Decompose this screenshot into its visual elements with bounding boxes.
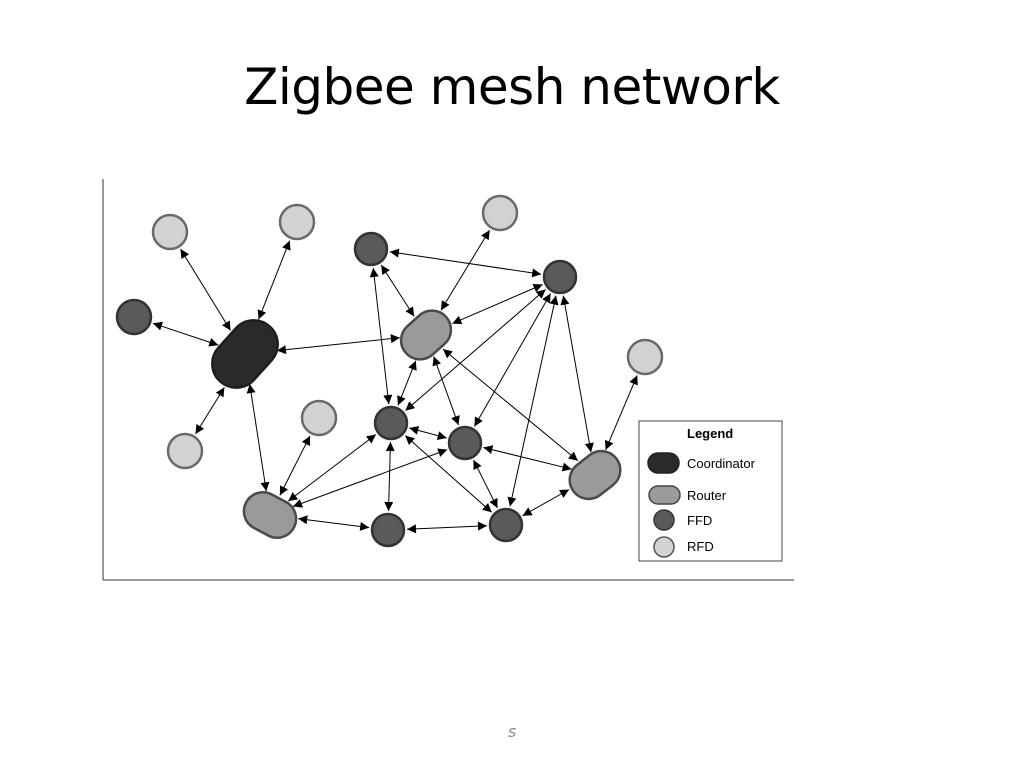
rfd-node-rfd-top-left xyxy=(151,213,189,251)
link-ffd-top-to-ffd-top-right xyxy=(389,248,542,278)
legend-router-label: Router xyxy=(687,488,727,503)
link-router-bottom-left-to-ffd-bottom xyxy=(298,515,370,531)
ffd-node-ffd-bottom-right xyxy=(488,507,524,543)
legend-coordinator-swatch xyxy=(647,452,680,474)
legend-title: Legend xyxy=(687,426,733,441)
link-ffd-center-right-to-router-right xyxy=(483,445,572,472)
link-router-center-to-router-right xyxy=(442,348,579,462)
link-ffd-top-right-to-router-right xyxy=(560,295,594,453)
link-ffd-top-to-router-center xyxy=(380,264,415,317)
ffd-node-ffd-bottom xyxy=(370,512,406,548)
link-rfd-middle-to-router-bottom-left xyxy=(279,435,311,496)
router-node-router-right xyxy=(568,449,622,501)
link-rfd-right-to-router-right xyxy=(604,375,638,451)
link-rfd-top-right-to-router-center xyxy=(440,229,491,311)
legend-rfd-swatch xyxy=(653,536,675,558)
rfd-node-rfd-top-right xyxy=(481,194,519,232)
link-ffd-bottom-to-ffd-bottom-right xyxy=(406,521,488,534)
link-coord-to-rfd-top-left xyxy=(180,248,232,331)
rfd-node-rfd-middle xyxy=(300,399,338,437)
link-ffd-center-to-ffd-center-right xyxy=(409,425,447,441)
link-ffd-center-to-ffd-bottom xyxy=(384,441,395,512)
ffd-node-ffd-center-right xyxy=(447,425,483,461)
rfd-node-rfd-top xyxy=(278,203,316,241)
link-coord-to-router-bottom-left xyxy=(246,383,270,492)
link-ffd-bottom-right-to-router-right xyxy=(522,489,570,517)
links-layer xyxy=(152,229,638,534)
router-node-router-bottom-left xyxy=(242,490,298,540)
legend-ffd-label: FFD xyxy=(687,513,712,528)
link-ffd-center-right-to-router-bottom-left xyxy=(292,448,448,508)
link-ffd-top-to-ffd-center xyxy=(369,267,393,405)
slide-title: Zigbee mesh network xyxy=(244,58,780,116)
legend-rfd-label: RFD xyxy=(687,539,714,554)
legend: Legend Coordinator Router FFD RFD xyxy=(638,420,783,562)
link-coord-to-ffd-left xyxy=(152,321,219,347)
footer-mark: s xyxy=(507,722,517,741)
coordinator-node-coord xyxy=(211,319,279,389)
link-ffd-center-to-router-bottom-left xyxy=(287,434,377,502)
link-router-center-to-ffd-center xyxy=(397,360,417,406)
link-coord-to-rfd-top xyxy=(257,240,291,320)
link-router-center-to-ffd-center-right xyxy=(432,356,460,426)
legend-coordinator-label: Coordinator xyxy=(687,456,756,471)
ffd-node-ffd-center xyxy=(373,405,409,441)
ffd-node-ffd-left xyxy=(115,298,153,336)
legend-ffd-swatch xyxy=(653,509,675,531)
link-coord-to-rfd-bottom-left xyxy=(195,387,225,435)
link-ffd-top-right-to-ffd-bottom-right xyxy=(507,295,559,507)
rfd-node-rfd-right xyxy=(626,338,664,376)
rfd-node-rfd-bottom-left xyxy=(166,432,204,470)
ffd-node-ffd-top-right xyxy=(542,259,578,295)
link-ffd-center-right-to-ffd-bottom-right xyxy=(473,459,498,509)
nodes-layer xyxy=(115,194,664,548)
legend-router-swatch xyxy=(648,485,681,505)
ffd-node-ffd-top xyxy=(353,231,389,267)
router-node-router-center xyxy=(399,309,453,361)
